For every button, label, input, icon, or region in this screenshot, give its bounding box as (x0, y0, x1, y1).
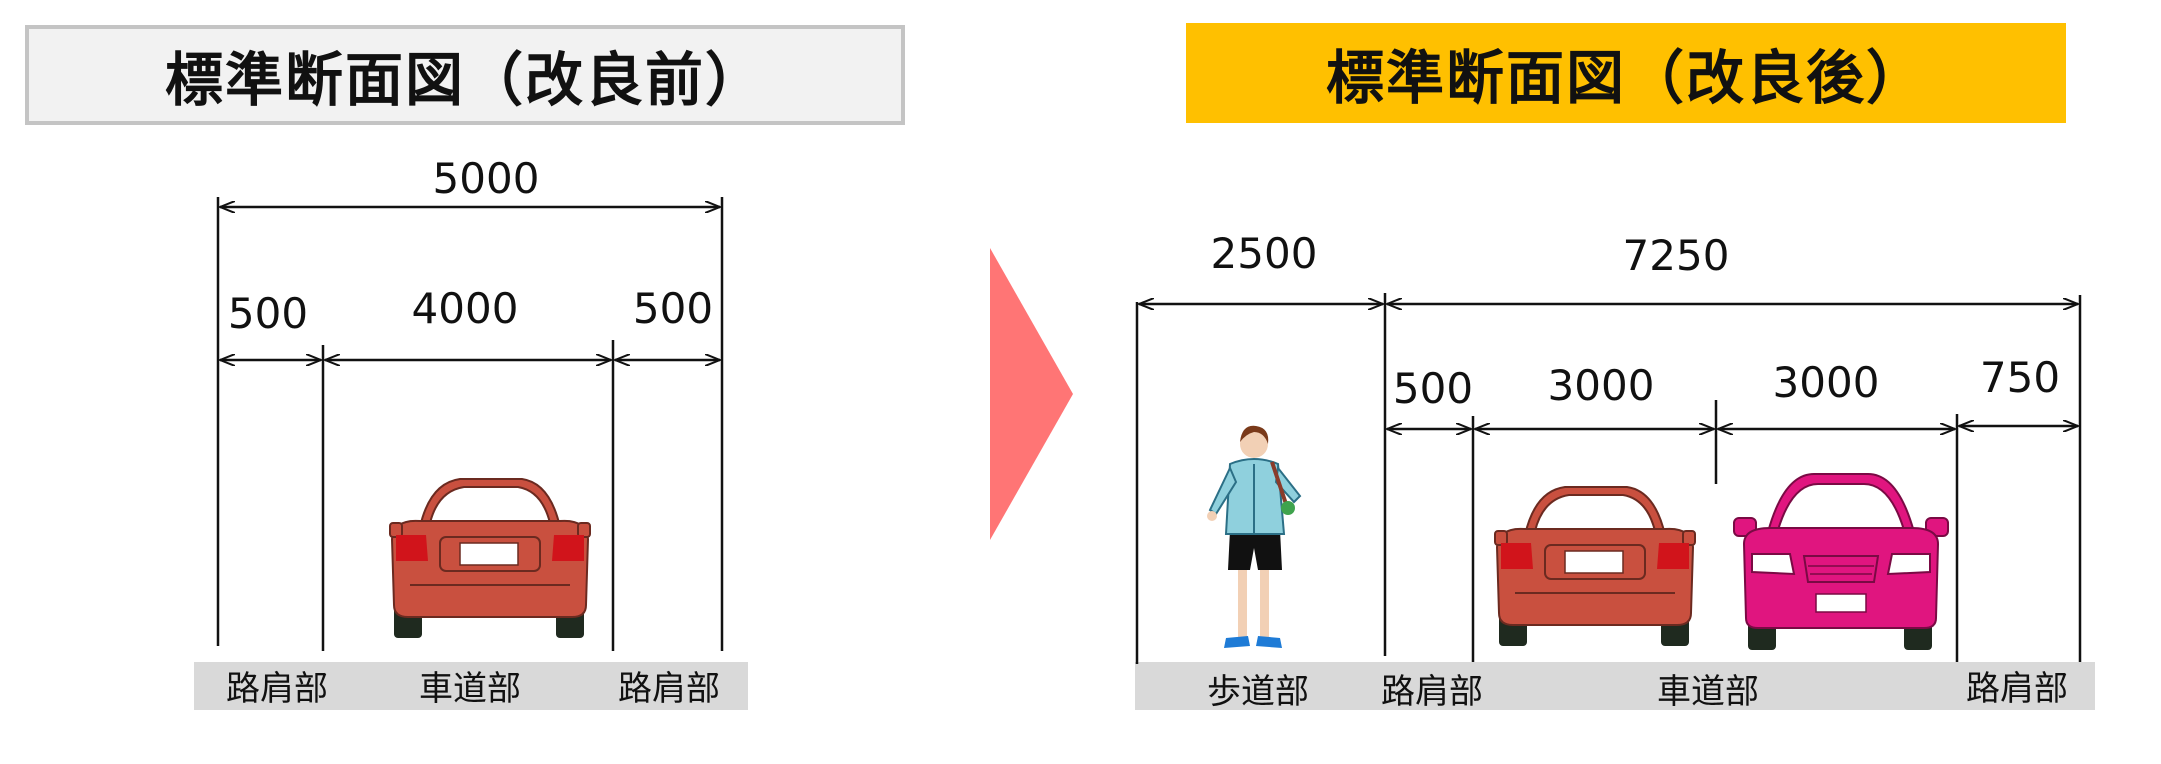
after-dim-lane-1: 3000 (1548, 361, 1655, 410)
title-before: 標準断面図（改良前） (25, 25, 905, 125)
before-dim-shoulder-right: 500 (633, 284, 713, 333)
pedestrian-icon (1207, 425, 1302, 648)
next-arrow-icon (990, 248, 1073, 540)
after-ground (1135, 662, 2095, 710)
after-dim-road: 7250 (1623, 231, 1730, 280)
before-zone-shoulder-left: 路肩部 (226, 669, 328, 709)
car-rear-icon (1494, 486, 1696, 646)
after-dim-shoulder-left: 500 (1393, 364, 1473, 413)
title-after: 標準断面図（改良後） (1186, 23, 2066, 123)
before-zone-carriageway: 車道部 (419, 669, 521, 709)
after-zone-carriageway: 車道部 (1657, 672, 1759, 712)
before-section: 5000 500 4000 500 路肩部 車道部 路肩部 (194, 154, 748, 710)
after-zone-shoulder-left: 路肩部 (1381, 672, 1483, 712)
before-ground (194, 662, 748, 710)
car-rear-icon (389, 478, 591, 638)
after-section: 2500 7250 500 3000 3000 750 歩道部 路肩部 車道部 … (1135, 229, 2095, 712)
after-dim-shoulder-right: 750 (1980, 353, 2060, 402)
before-dim-shoulder-left: 500 (228, 289, 308, 338)
before-dim-carriageway: 4000 (412, 284, 519, 333)
after-dim-sidewalk: 2500 (1211, 229, 1318, 278)
before-total-dim: 5000 (433, 154, 540, 203)
before-zone-shoulder-right: 路肩部 (618, 669, 720, 709)
car-front-icon (1733, 473, 1949, 650)
after-dim-lane-2: 3000 (1773, 358, 1880, 407)
after-zone-sidewalk: 歩道部 (1207, 672, 1309, 712)
after-zone-shoulder-right: 路肩部 (1966, 669, 2068, 709)
